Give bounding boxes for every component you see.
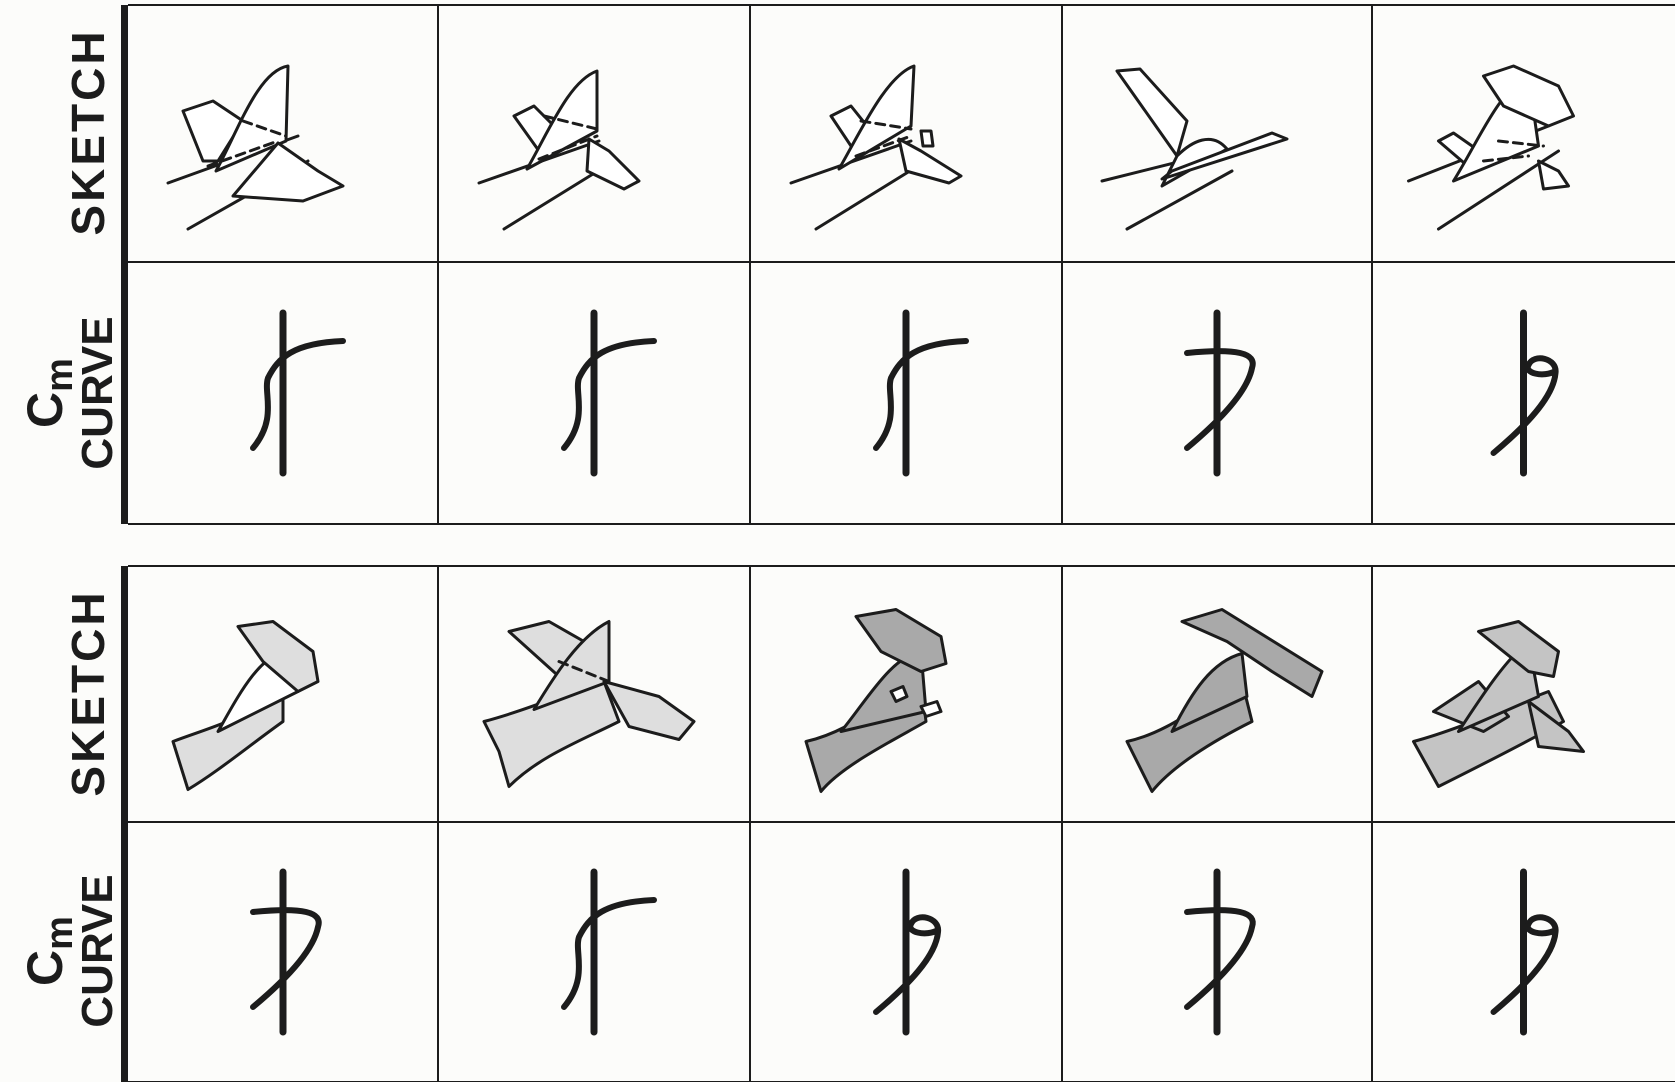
aft-engine-cruciform-icon <box>484 622 694 787</box>
panel-2-left-bar <box>121 566 128 1082</box>
aft-engine-wide-t-tail-icon <box>1127 610 1322 792</box>
deep-stall-curve-icon <box>1494 313 1556 473</box>
aft-fuselage-t-tail-icon <box>173 622 318 790</box>
pitch-up-curve-icon <box>1187 872 1253 1032</box>
pitch-up-curve-icon <box>253 872 319 1032</box>
pitch-up-curve-icon <box>1187 313 1253 473</box>
stable-curve-icon <box>876 313 966 473</box>
deep-stall-curve-icon <box>1494 872 1556 1032</box>
t-tail-icon <box>479 71 639 229</box>
stable-curve-icon <box>564 313 654 473</box>
swept-wing-low-tail-icon <box>1102 69 1287 229</box>
tail-with-ventral-fins-icon <box>791 66 961 229</box>
panel-1-left-bar <box>121 5 128 524</box>
stable-curve-icon <box>253 313 343 473</box>
aft-engine-t-tail-low-wing-icon <box>1414 622 1584 787</box>
stable-curve-icon <box>564 872 654 1032</box>
deep-stall-curve-icon <box>876 872 938 1032</box>
cruciform-tail-icon <box>168 66 343 229</box>
high-t-tail-icon <box>1409 66 1574 229</box>
aft-engine-t-tail-icon <box>806 610 946 792</box>
